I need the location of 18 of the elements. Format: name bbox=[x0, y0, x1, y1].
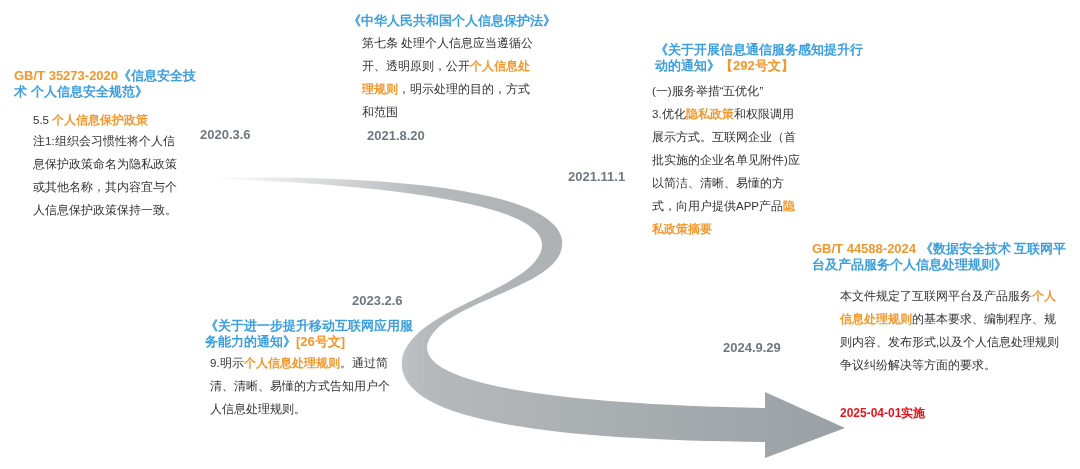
body-text: 3.优化隐私政策和权限调用展示方式。互联网企业（首批实施的企业名单见附件)应以简洁、清晰、易懂的方式，向用户提供APP产品隐私政策摘要 bbox=[652, 107, 801, 237]
body-text: 5.5 个人信息保护政策 bbox=[33, 112, 150, 128]
document-title: 《中华人民共和国个人信息保护法》 bbox=[348, 13, 557, 29]
date-label: 2021.11.1 bbox=[568, 169, 626, 184]
document-title: 《关于进一步提升移动互联网应用服务能力的通知》[26号文] bbox=[205, 318, 414, 350]
effective-date-note: 2025-04-01实施 bbox=[840, 405, 926, 422]
document-title: GB/T 35273-2020《信息安全技术 个人信息安全规范》 bbox=[14, 68, 198, 100]
date-label: 2024.9.29 bbox=[723, 340, 781, 355]
body-text: (一)服务举措“五优化” bbox=[652, 84, 765, 99]
body-text: 9.明示个人信息处理规则。通过简清、清晰、易懂的方式告知用户个人信息处理规则。 bbox=[210, 356, 391, 417]
body-text: 本文件规定了互联网平台及产品服务个人信息处理规则的基本要求、编制程序、规则内容、发布形式,以及个人信息处理规则争议纠纷解决等方面的要求。 bbox=[840, 289, 1061, 373]
body-text: 第七条 处理个人信息应当遵循公开、透明原则，公开个人信息处理规则，明示处理的目的，方式和范围 bbox=[362, 36, 535, 120]
date-label: 2020.3.6 bbox=[200, 127, 251, 142]
date-label: 2023.2.6 bbox=[352, 293, 403, 308]
document-title: 《关于开展信息通信服务感知提升行动的通知》【292号文】 bbox=[655, 42, 863, 74]
body-text: 注1:组织会习惯性将个人信息保护政策命名为隐私政策或其他名称，其内容宜与个人信息保护政策保持一致。 bbox=[33, 134, 178, 218]
document-title: GB/T 44588-2024 《数据安全技术 互联网平台及产品服务个人信息处理规则》 bbox=[812, 241, 1068, 273]
date-label: 2021.8.20 bbox=[367, 128, 425, 143]
